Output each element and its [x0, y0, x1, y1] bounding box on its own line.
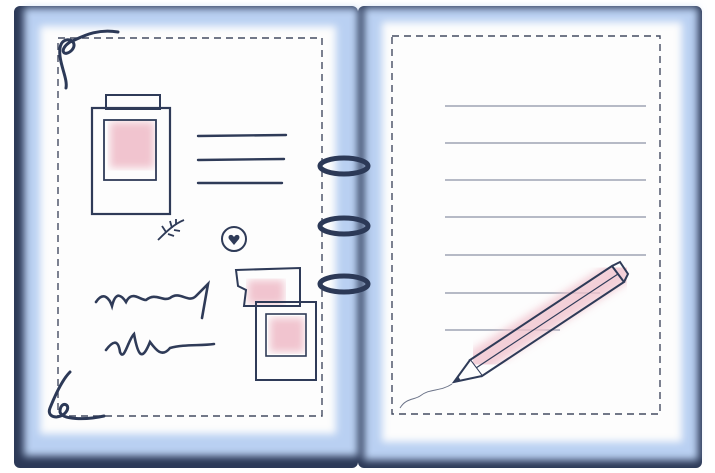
scribbles	[94, 280, 216, 356]
binder-rings	[317, 155, 371, 295]
photo-frame	[90, 94, 172, 216]
torn-photos	[234, 266, 317, 381]
left-page	[24, 8, 358, 456]
leaf-icon	[157, 219, 185, 241]
ring-icon	[317, 215, 371, 237]
right-dashed-border	[391, 35, 661, 415]
right-page	[364, 8, 698, 460]
ring-icon	[317, 273, 371, 295]
heart-icon	[221, 226, 247, 252]
ring-icon	[317, 155, 371, 177]
text-lines	[196, 133, 288, 185]
left-dashed-border	[57, 37, 323, 417]
corner-swirls	[47, 29, 120, 421]
pencil-icon	[399, 259, 633, 409]
